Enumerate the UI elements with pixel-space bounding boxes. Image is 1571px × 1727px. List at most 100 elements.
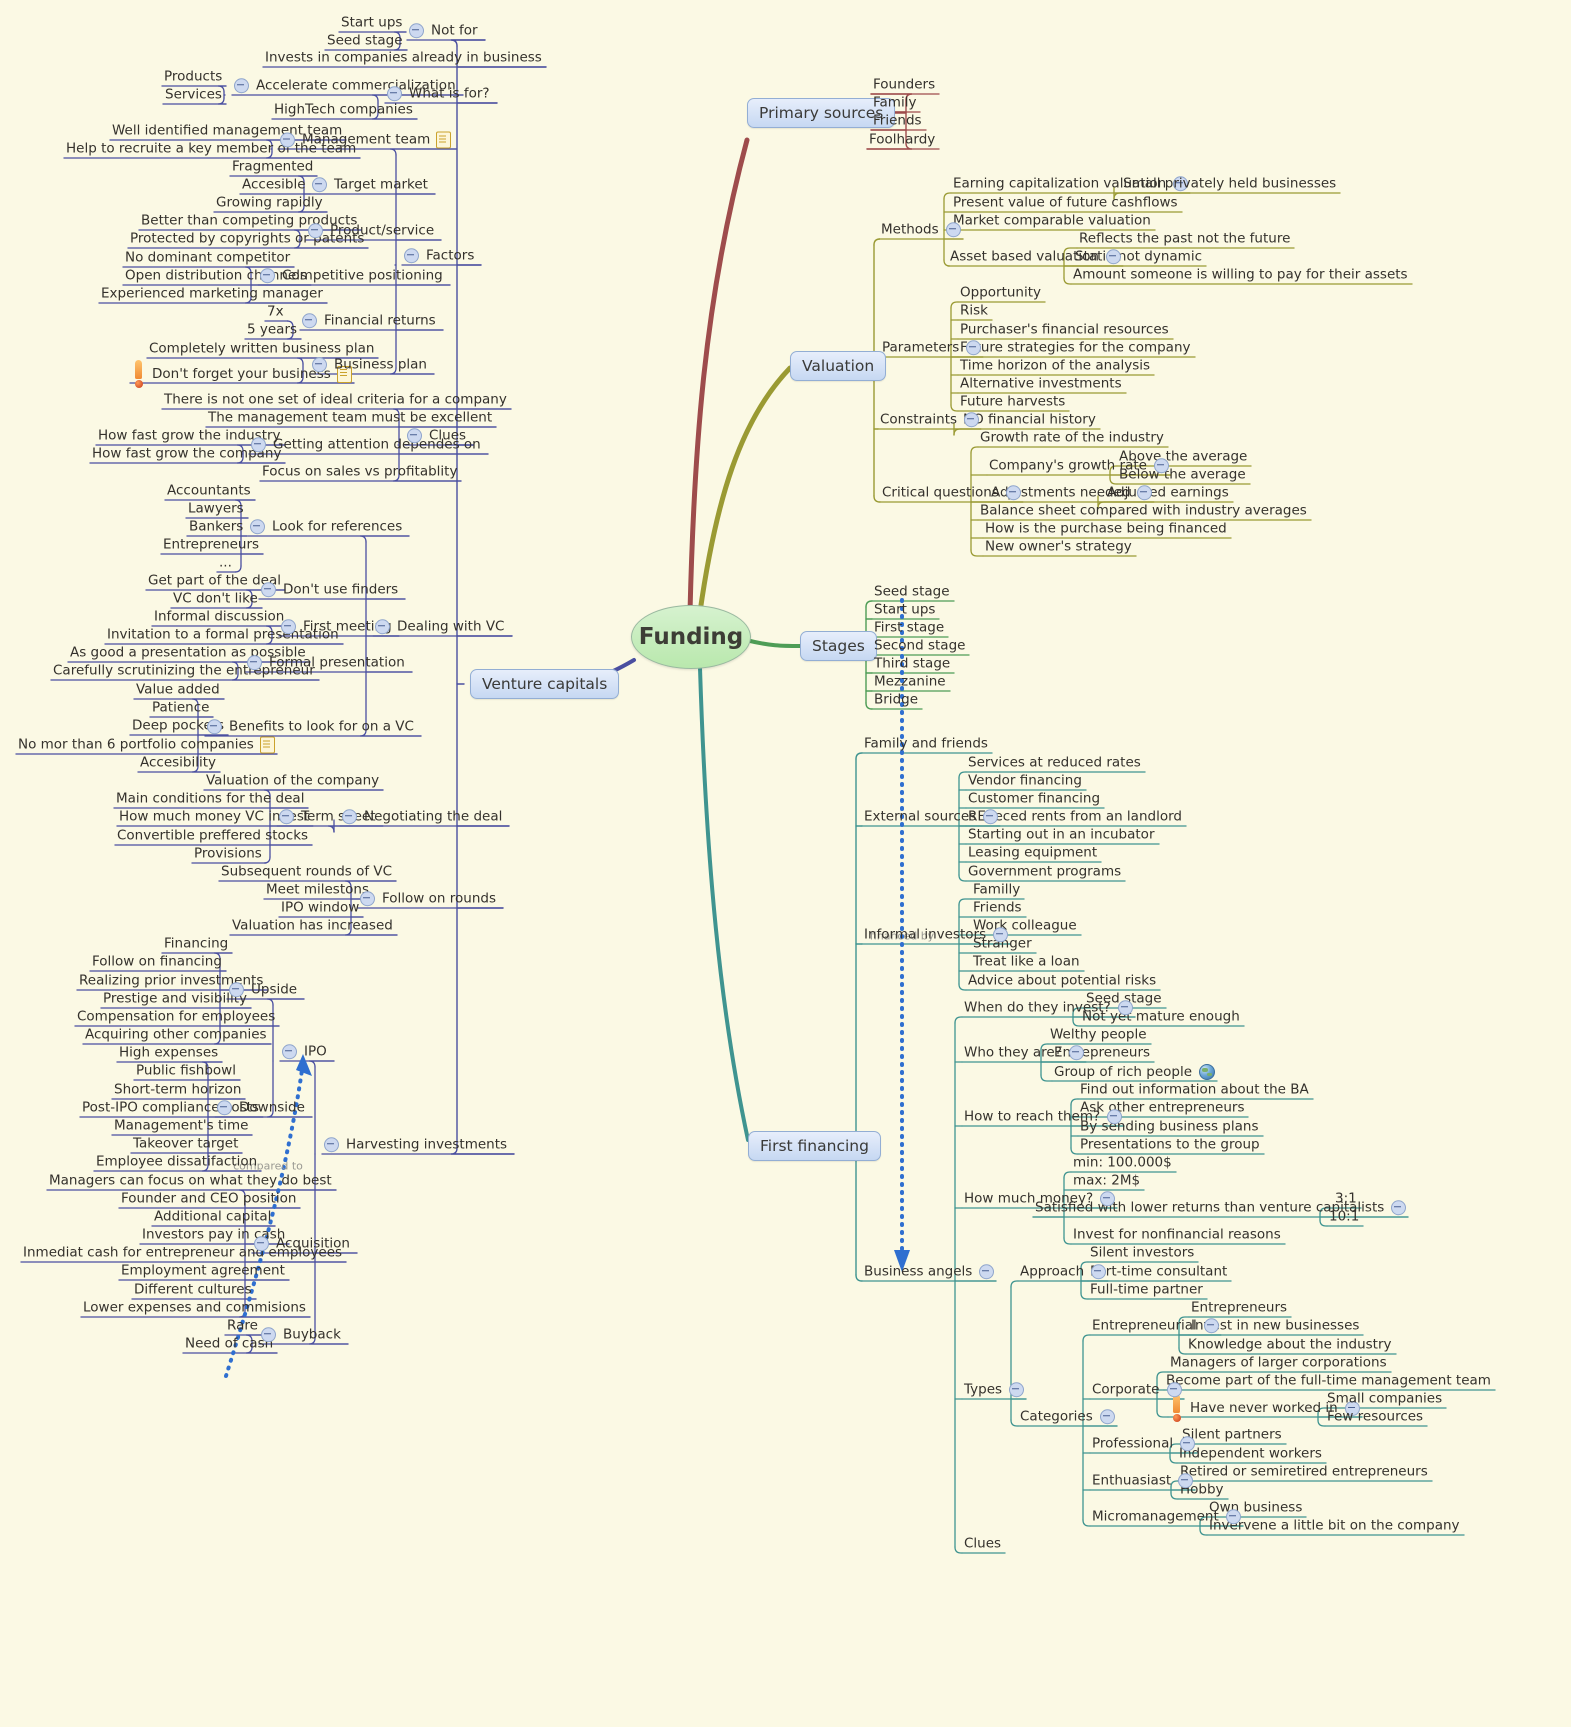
mindmap-node-experienced-marketing-manager[interactable]: Experienced marketing manager bbox=[99, 286, 325, 302]
collapse-toggle-icon[interactable] bbox=[1099, 1409, 1115, 1425]
mindmap-node-first-stage[interactable]: First stage bbox=[872, 620, 946, 636]
branch-node-first-financing[interactable]: First financing bbox=[748, 1131, 881, 1161]
mindmap-node-small-companies[interactable]: Small companies bbox=[1325, 1391, 1444, 1407]
mindmap-node-silent-partners[interactable]: Silent partners bbox=[1180, 1427, 1284, 1443]
mindmap-node-vendor-financing[interactable]: Vendor financing bbox=[966, 773, 1084, 789]
mindmap-node-leasing-equipment[interactable]: Leasing equipment bbox=[966, 845, 1099, 861]
collapse-toggle-icon[interactable] bbox=[217, 1100, 232, 1116]
mindmap-node-external-sources[interactable]: External sources bbox=[862, 809, 1000, 825]
mindmap-node-term-sheet[interactable]: Term sheet bbox=[277, 809, 378, 825]
mindmap-node-advice-about-potential-risks[interactable]: Advice about potential risks bbox=[966, 973, 1158, 989]
mindmap-node-accelerate-commercialization[interactable]: Accelerate commercialization bbox=[232, 78, 458, 94]
collapse-toggle-icon[interactable] bbox=[1180, 1436, 1196, 1452]
mindmap-node-earning-capitalization-valuation[interactable]: Earning capitalization valuation bbox=[951, 176, 1190, 192]
mindmap-node-max-2m[interactable]: max: 2M$ bbox=[1071, 1173, 1142, 1189]
mindmap-node-full-time-partner[interactable]: Full-time partner bbox=[1088, 1282, 1205, 1298]
mindmap-node-growth-rate-of-the-industry[interactable]: Growth rate of the industry bbox=[978, 430, 1166, 446]
mindmap-node-approach[interactable]: Approach bbox=[1018, 1264, 1108, 1280]
collapse-toggle-icon[interactable] bbox=[409, 23, 424, 39]
mindmap-node-financing[interactable]: Financing bbox=[162, 936, 230, 952]
mindmap-node-find-out-information-about-the-ba[interactable]: Find out information about the BA bbox=[1078, 1082, 1311, 1098]
mindmap-node-alternative-investments[interactable]: Alternative investments bbox=[958, 376, 1124, 392]
collapse-toggle-icon[interactable] bbox=[407, 428, 422, 444]
mindmap-node-reflects-the-past-not-the-future[interactable]: Reflects the past not the future bbox=[1077, 231, 1292, 247]
collapse-toggle-icon[interactable] bbox=[1153, 458, 1169, 474]
mindmap-node-product-service[interactable]: Product/service bbox=[306, 223, 436, 239]
mindmap-node-starting-out-in-an-incubator[interactable]: Starting out in an incubator bbox=[966, 827, 1157, 843]
mindmap-node-family[interactable]: Family bbox=[871, 95, 918, 111]
mindmap-node-follow-on-financing[interactable]: Follow on financing bbox=[90, 954, 224, 970]
mindmap-node-first-meeting[interactable]: First meeting bbox=[279, 619, 394, 635]
collapse-toggle-icon[interactable] bbox=[360, 891, 375, 907]
mindmap-node-micromanagement[interactable]: Micromanagement bbox=[1090, 1509, 1243, 1525]
mindmap-node-deep-pockets[interactable]: Deep pockets bbox=[130, 718, 226, 734]
branch-node-primary-sources[interactable]: Primary sources bbox=[747, 98, 896, 128]
mindmap-node-how-is-the-purchase-being-financed[interactable]: How is the purchase being financed bbox=[983, 521, 1229, 537]
mindmap-node-get-part-of-the-deal[interactable]: Get part of the deal bbox=[146, 573, 283, 589]
mindmap-node-satisfied-with-lower-returns-than-venture-capitalists[interactable]: Satisfied with lower returns than ventur… bbox=[1033, 1200, 1408, 1216]
mindmap-node-protected-by-copyrights-or-patents[interactable]: Protected by copyrights or patents bbox=[128, 231, 366, 247]
mindmap-node-presentations-to-the-group[interactable]: Presentations to the group bbox=[1078, 1137, 1262, 1153]
mindmap-node-need-of-cash[interactable]: Need of cash bbox=[183, 1336, 275, 1352]
mindmap-node-customer-financing[interactable]: Customer financing bbox=[966, 791, 1102, 807]
mindmap-node-below-the-average[interactable]: Below the average bbox=[1117, 467, 1248, 483]
collapse-toggle-icon[interactable] bbox=[993, 927, 1009, 943]
collapse-toggle-icon[interactable] bbox=[254, 1236, 269, 1252]
mindmap-node-5-years[interactable]: 5 years bbox=[245, 322, 299, 338]
mindmap-node-enthuasiast[interactable]: Enthuasiast bbox=[1090, 1473, 1195, 1489]
collapse-toggle-icon[interactable] bbox=[279, 809, 294, 825]
mindmap-node-invests-in-companies-already-in-business[interactable]: Invests in companies already in business bbox=[263, 50, 544, 66]
mindmap-node-types[interactable]: Types bbox=[962, 1382, 1026, 1398]
mindmap-node-management-s-time[interactable]: Management's time bbox=[112, 1118, 250, 1134]
collapse-toggle-icon[interactable] bbox=[1107, 1109, 1123, 1125]
mindmap-node-buyback[interactable]: Buyback bbox=[259, 1327, 343, 1343]
mindmap-node-don-t-use-finders[interactable]: Don't use finders bbox=[259, 582, 400, 598]
mindmap-node-high-expenses[interactable]: High expenses bbox=[117, 1045, 220, 1061]
mindmap-node-adjustments-needed[interactable]: Adjustments needed bbox=[989, 485, 1154, 501]
mindmap-node-rare[interactable]: Rare bbox=[225, 1318, 260, 1334]
note-attachment-icon[interactable] bbox=[259, 736, 275, 754]
mindmap-node-treat-like-a-loan[interactable]: Treat like a loan bbox=[971, 954, 1082, 970]
collapse-toggle-icon[interactable] bbox=[1166, 1382, 1182, 1398]
mindmap-node-balance-sheet-compared-with-industry-averages[interactable]: Balance sheet compared with industry ave… bbox=[978, 503, 1309, 519]
mindmap-node-downside[interactable]: Downside bbox=[215, 1100, 307, 1116]
collapse-toggle-icon[interactable] bbox=[302, 313, 317, 329]
collapse-toggle-icon[interactable] bbox=[404, 248, 419, 264]
mindmap-node-upside[interactable]: Upside bbox=[227, 982, 299, 998]
mindmap-node-start-ups[interactable]: Start ups bbox=[339, 15, 404, 31]
mindmap-node-there-is-not-one-set-of-ideal-criteria-for-a-company[interactable]: There is not one set of ideal criteria f… bbox=[162, 392, 509, 408]
mindmap-node-formal-presentation[interactable]: Formal presentation bbox=[245, 655, 407, 671]
mindmap-node-purchaser-s-financial-resources[interactable]: Purchaser's financial resources bbox=[958, 322, 1171, 338]
mindmap-node-services[interactable]: Services bbox=[163, 87, 224, 103]
collapse-toggle-icon[interactable] bbox=[312, 177, 327, 193]
mindmap-node-main-conditions-for-the-deal[interactable]: Main conditions for the deal bbox=[114, 791, 306, 807]
mindmap-node-acquiring-other-companies[interactable]: Acquiring other companies bbox=[83, 1027, 269, 1043]
mindmap-node-hightech-companies[interactable]: HighTech companies bbox=[272, 102, 415, 118]
mindmap-node-realizing-prior-investments[interactable]: Realizing prior investments bbox=[77, 973, 265, 989]
mindmap-node-managers-can-focus-on-what-they-do-best[interactable]: Managers can focus on what they do best bbox=[47, 1173, 334, 1189]
collapse-toggle-icon[interactable] bbox=[1173, 176, 1189, 192]
mindmap-node-7x[interactable]: 7x bbox=[265, 304, 286, 320]
collapse-toggle-icon[interactable] bbox=[342, 809, 357, 825]
mindmap-node-amount-someone-is-willing-to-pay-for-their-assets[interactable]: Amount someone is willing to pay for the… bbox=[1071, 267, 1410, 283]
mindmap-node-convertible-preffered-stocks[interactable]: Convertible preffered stocks bbox=[115, 828, 310, 844]
mindmap-node-founder-and-ceo-position[interactable]: Founder and CEO position bbox=[119, 1191, 298, 1207]
mindmap-node-accesible[interactable]: Accesible bbox=[240, 177, 308, 193]
mindmap-node-subsequent-rounds-of-vc[interactable]: Subsequent rounds of VC bbox=[219, 864, 394, 880]
mindmap-node-second-stage[interactable]: Second stage bbox=[872, 638, 967, 654]
root-node-funding[interactable]: Funding bbox=[631, 605, 751, 669]
mindmap-node-founders[interactable]: Founders bbox=[871, 77, 937, 93]
note-attachment-icon[interactable] bbox=[336, 365, 352, 383]
mindmap-node-asset-based-valuation[interactable]: Asset based valuation bbox=[948, 249, 1123, 265]
mindmap-node-when-do-they-invest[interactable]: When do they invest? bbox=[962, 1000, 1135, 1016]
collapse-toggle-icon[interactable] bbox=[250, 519, 265, 535]
mindmap-node-methods[interactable]: Methods bbox=[879, 222, 963, 238]
mindmap-node-constraints[interactable]: Constraints bbox=[878, 412, 981, 428]
mindmap-node-getting-attention-dependes-on[interactable]: Getting attention dependes on bbox=[249, 437, 483, 453]
globe-hyperlink-icon[interactable] bbox=[1199, 1064, 1216, 1080]
mindmap-node-employment-agreement[interactable]: Employment agreement bbox=[119, 1263, 287, 1279]
mindmap-node-family-and-friends[interactable]: Family and friends bbox=[862, 736, 990, 752]
mindmap-node-short-term-horizon[interactable]: Short-term horizon bbox=[112, 1082, 243, 1098]
mindmap-node-mezzanine[interactable]: Mezzanine bbox=[872, 674, 948, 690]
mindmap-node-products[interactable]: Products bbox=[162, 69, 224, 85]
